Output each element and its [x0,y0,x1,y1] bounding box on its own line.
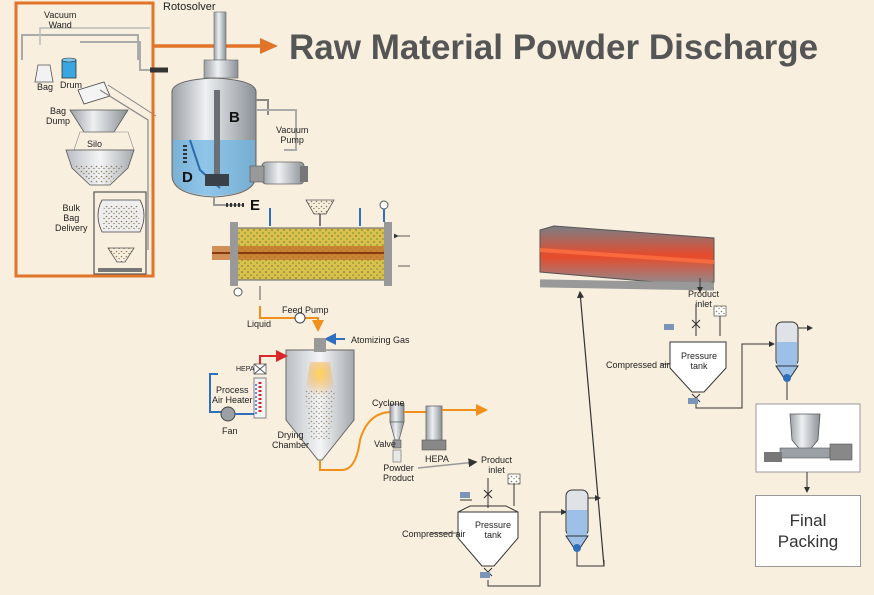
pressure-tank-right-label: Pressure tank [681,351,718,371]
rotosolver-label: Rotosolver [163,1,216,13]
final-packing-box: Final Packing [755,495,861,567]
bag-label: Bag [37,82,54,92]
valve-label: Valve [374,439,396,449]
callout-arrow [153,38,278,54]
paddle-dryer [212,199,410,300]
product-inlet-bottom-label: Product inlet [481,455,513,475]
hepa-small-label: HEPA [236,366,255,373]
pressure-tank-bottom-label: Pressure tank [475,520,512,540]
bag-dump-label: Bag Dump [46,106,71,126]
powder-product-label: Powder Product [383,463,415,483]
pressure-tank-right [660,304,861,493]
compressed-air-bottom-label: Compressed air [402,529,466,539]
page-title: Raw Material Powder Discharge [289,28,819,67]
silo-label: Silo [87,139,103,149]
cyclone-label: Cyclone [372,398,405,408]
pressure-tank-bottom [430,290,605,587]
drying-chamber-label: Drying Chamber [272,430,310,450]
letter-e: E [250,197,261,214]
bulk-bag-delivery-label: Bulk Bag Delivery [55,203,88,233]
drum-label: Drum [60,80,82,90]
vacuum-wand-label: Vacuum Wand [44,10,77,30]
hepa-label: HEPA [425,454,449,464]
highlight-box [14,1,155,278]
liquid-label: Liquid [247,319,272,329]
fan-label: Fan [222,426,238,436]
tunnel-oven [539,225,715,293]
atomizing-gas-label: Atomizing Gas [351,335,410,345]
raw-material-section [21,27,168,275]
process-air-heater-label: Process Air Heater [212,385,253,405]
vacuum-pump-label: Vacuum Pump [276,125,309,145]
spray-dryer-section [209,306,488,471]
product-inlet-right-label: Product inlet [688,289,720,309]
compressed-air-right-label: Compressed air [606,360,670,370]
feed-pump-label: Feed Pump [282,305,329,315]
letter-d: D [182,169,193,186]
letter-b: B [229,109,240,126]
vacuum-pump [249,109,308,185]
